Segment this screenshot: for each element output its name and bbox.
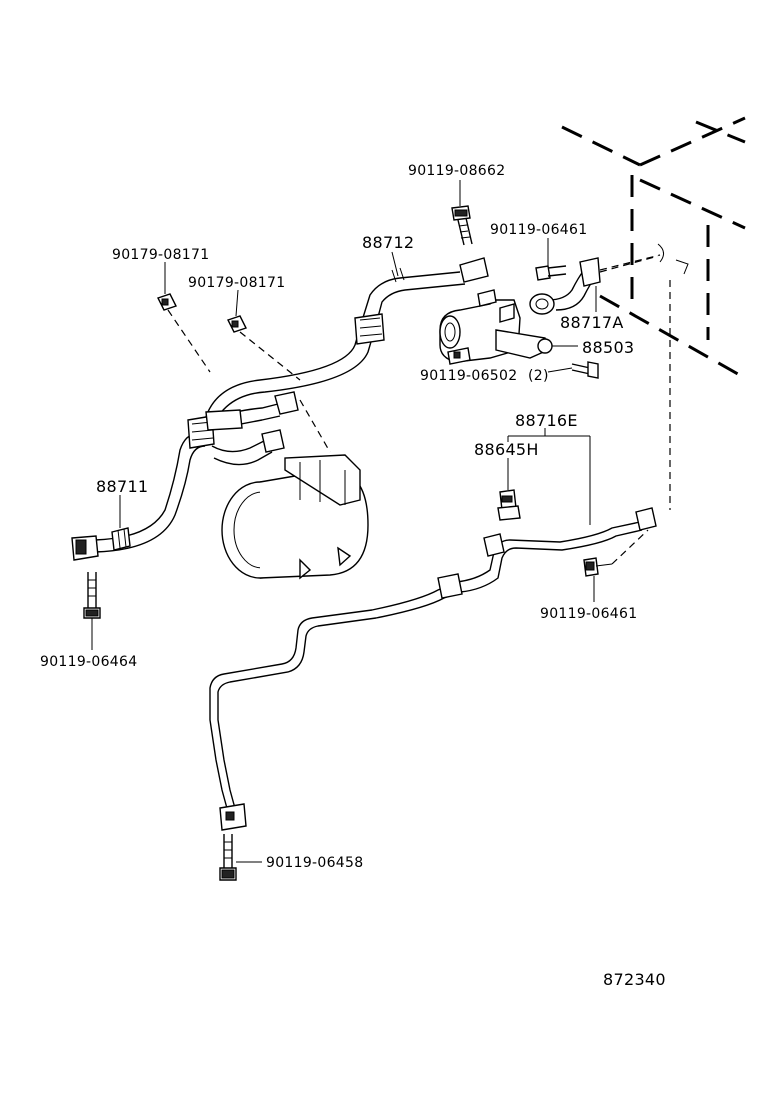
hose-88712: [187, 257, 489, 449]
label-bolt-qty: (2): [528, 368, 549, 384]
body-outline: [561, 116, 746, 510]
bolt-90119-06461-right: [583, 557, 613, 577]
bolt-90119-08662: [451, 205, 473, 246]
label-hose-88711: 88711: [96, 477, 148, 496]
diagram-number: 872340: [603, 970, 666, 989]
label-bolt-90119-06461-right: 90119-06461: [540, 606, 637, 622]
compressor-fittings: [205, 391, 299, 466]
ac-compressor: [221, 454, 369, 580]
tube-88716e: [209, 507, 657, 831]
label-bolt-90119-06458: 90119-06458: [266, 855, 363, 871]
label-switch-88645h: 88645H: [474, 440, 539, 459]
label-tube-88716e: 88716E: [515, 411, 578, 430]
label-bolt-90119-06502: 90119-06502: [420, 368, 517, 384]
label-bolt-90119-08662: 90119-08662: [408, 163, 505, 179]
label-hose-88717a: 88717A: [560, 313, 624, 332]
label-clamp-mid: 90179-08171: [188, 275, 285, 291]
bolt-90119-06464: [83, 572, 101, 619]
label-clamp-left: 90179-08171: [112, 247, 209, 263]
expansion-valve-88503: [439, 289, 553, 365]
pressure-switch-88645h: [497, 489, 521, 521]
clamp-left: [157, 293, 177, 311]
label-bolt-90119-06464: 90119-06464: [40, 654, 137, 670]
bolt-90119-06458: [219, 834, 237, 881]
hose-88717a: [529, 257, 601, 315]
label-bolt-90119-06461-upper: 90119-06461: [490, 222, 587, 238]
bolt-90119-06461-upper: [535, 265, 567, 281]
bolt-90119-06502: [571, 361, 599, 379]
hose-88711: [71, 433, 206, 561]
leader-lines: [91, 180, 597, 863]
clamp-mid: [227, 315, 247, 333]
label-sensor-88503: 88503: [582, 338, 634, 357]
label-hose-88712: 88712: [362, 233, 414, 252]
